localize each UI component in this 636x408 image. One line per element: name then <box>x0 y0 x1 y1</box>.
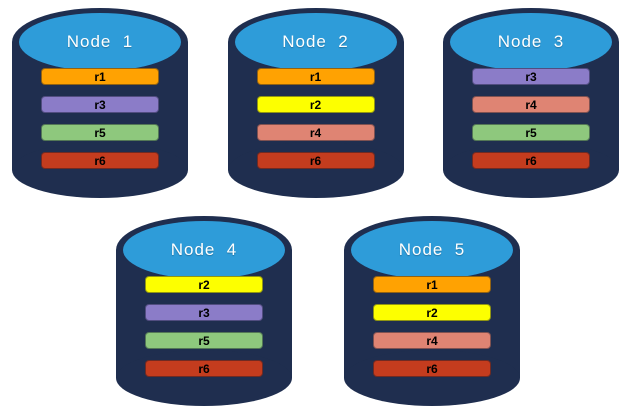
replica-label: r5 <box>94 125 106 140</box>
replica-list: r2 r3 r5 r6 <box>145 276 263 388</box>
cylinder-bottom <box>443 142 619 198</box>
replica-label: r3 <box>94 97 106 112</box>
replica-label: r4 <box>525 97 537 112</box>
replica-bar-r5: r5 <box>145 332 263 349</box>
cylinder-top-cap: Node 5 <box>351 221 513 279</box>
replica-label: r2 <box>198 277 210 292</box>
cylinder-bottom <box>227 142 404 198</box>
replica-bar-r1: r1 <box>41 68 159 85</box>
replica-bar-r5: r5 <box>472 124 590 141</box>
replica-bar-r1: r1 <box>373 276 491 293</box>
replica-list: r1 r2 r4 r6 <box>256 68 375 180</box>
replica-bar-r1: r1 <box>256 68 375 85</box>
replica-label: r4 <box>426 333 438 348</box>
replica-label: r2 <box>426 305 438 320</box>
replica-list: r1 r3 r5 r6 <box>41 68 159 180</box>
replica-label: r1 <box>426 277 438 292</box>
replica-label: r5 <box>198 333 210 348</box>
cylinder-top-cap: Node 2 <box>234 13 397 71</box>
replica-label: r5 <box>525 125 537 140</box>
replica-label: r2 <box>309 97 322 112</box>
replica-bar-r6: r6 <box>41 152 159 169</box>
replica-bar-r6: r6 <box>256 152 375 169</box>
node-label: Node 2 <box>282 32 349 51</box>
replica-bar-r3: r3 <box>41 96 159 113</box>
replica-bar-r6: r6 <box>145 360 263 377</box>
cylinder-bottom <box>116 350 292 406</box>
replica-bar-r2: r2 <box>373 304 491 321</box>
replica-label: r6 <box>94 153 106 168</box>
row-bottom: Node 4 r2 r3 r5 r6 Node 5 r1 r2 r4 r6 <box>0 216 636 406</box>
database-node-3: Node 3 r3 r4 r5 r6 <box>443 8 619 198</box>
replica-list: r1 r2 r4 r6 <box>373 276 491 388</box>
replica-bar-r5: r5 <box>41 124 159 141</box>
replica-list: r3 r4 r5 r6 <box>472 68 590 180</box>
replica-label: r3 <box>525 69 537 84</box>
replica-label: r1 <box>94 69 106 84</box>
replica-bar-r3: r3 <box>472 68 590 85</box>
replica-bar-r2: r2 <box>256 96 375 113</box>
node-label: Node 4 <box>170 240 238 259</box>
replica-bar-r4: r4 <box>256 124 375 141</box>
replica-bar-r6: r6 <box>373 360 491 377</box>
database-node-4: Node 4 r2 r3 r5 r6 <box>116 216 292 406</box>
node-label: Node 3 <box>497 32 565 51</box>
replica-label: r3 <box>198 305 210 320</box>
database-node-2: Node 2 r1 r2 r4 r6 <box>227 8 404 198</box>
replica-label: r6 <box>198 361 210 376</box>
cylinder-bottom <box>344 350 520 406</box>
database-node-5: Node 5 r1 r2 r4 r6 <box>344 216 520 406</box>
replica-bar-r4: r4 <box>373 332 491 349</box>
cylinder-top-cap: Node 4 <box>123 221 285 279</box>
cylinder-top-cap: Node 3 <box>450 13 612 71</box>
replica-bar-r2: r2 <box>145 276 263 293</box>
cylinder-bottom <box>12 142 188 198</box>
replica-label: r6 <box>525 153 537 168</box>
cylinder-top-cap: Node 1 <box>19 13 181 71</box>
row-top: Node 1 r1 r3 r5 r6 Node 2 r1 r2 r4 r6 Node 3 r… <box>12 8 619 198</box>
node-label: Node 1 <box>66 32 134 51</box>
replica-bar-r6: r6 <box>472 152 590 169</box>
replica-label: r4 <box>309 125 322 140</box>
node-label: Node 5 <box>398 240 466 259</box>
replica-bar-r3: r3 <box>145 304 263 321</box>
replica-bar-r4: r4 <box>472 96 590 113</box>
database-node-1: Node 1 r1 r3 r5 r6 <box>12 8 188 198</box>
replica-label: r6 <box>426 361 438 376</box>
replica-label: r1 <box>309 69 322 84</box>
replica-label: r6 <box>309 153 322 168</box>
